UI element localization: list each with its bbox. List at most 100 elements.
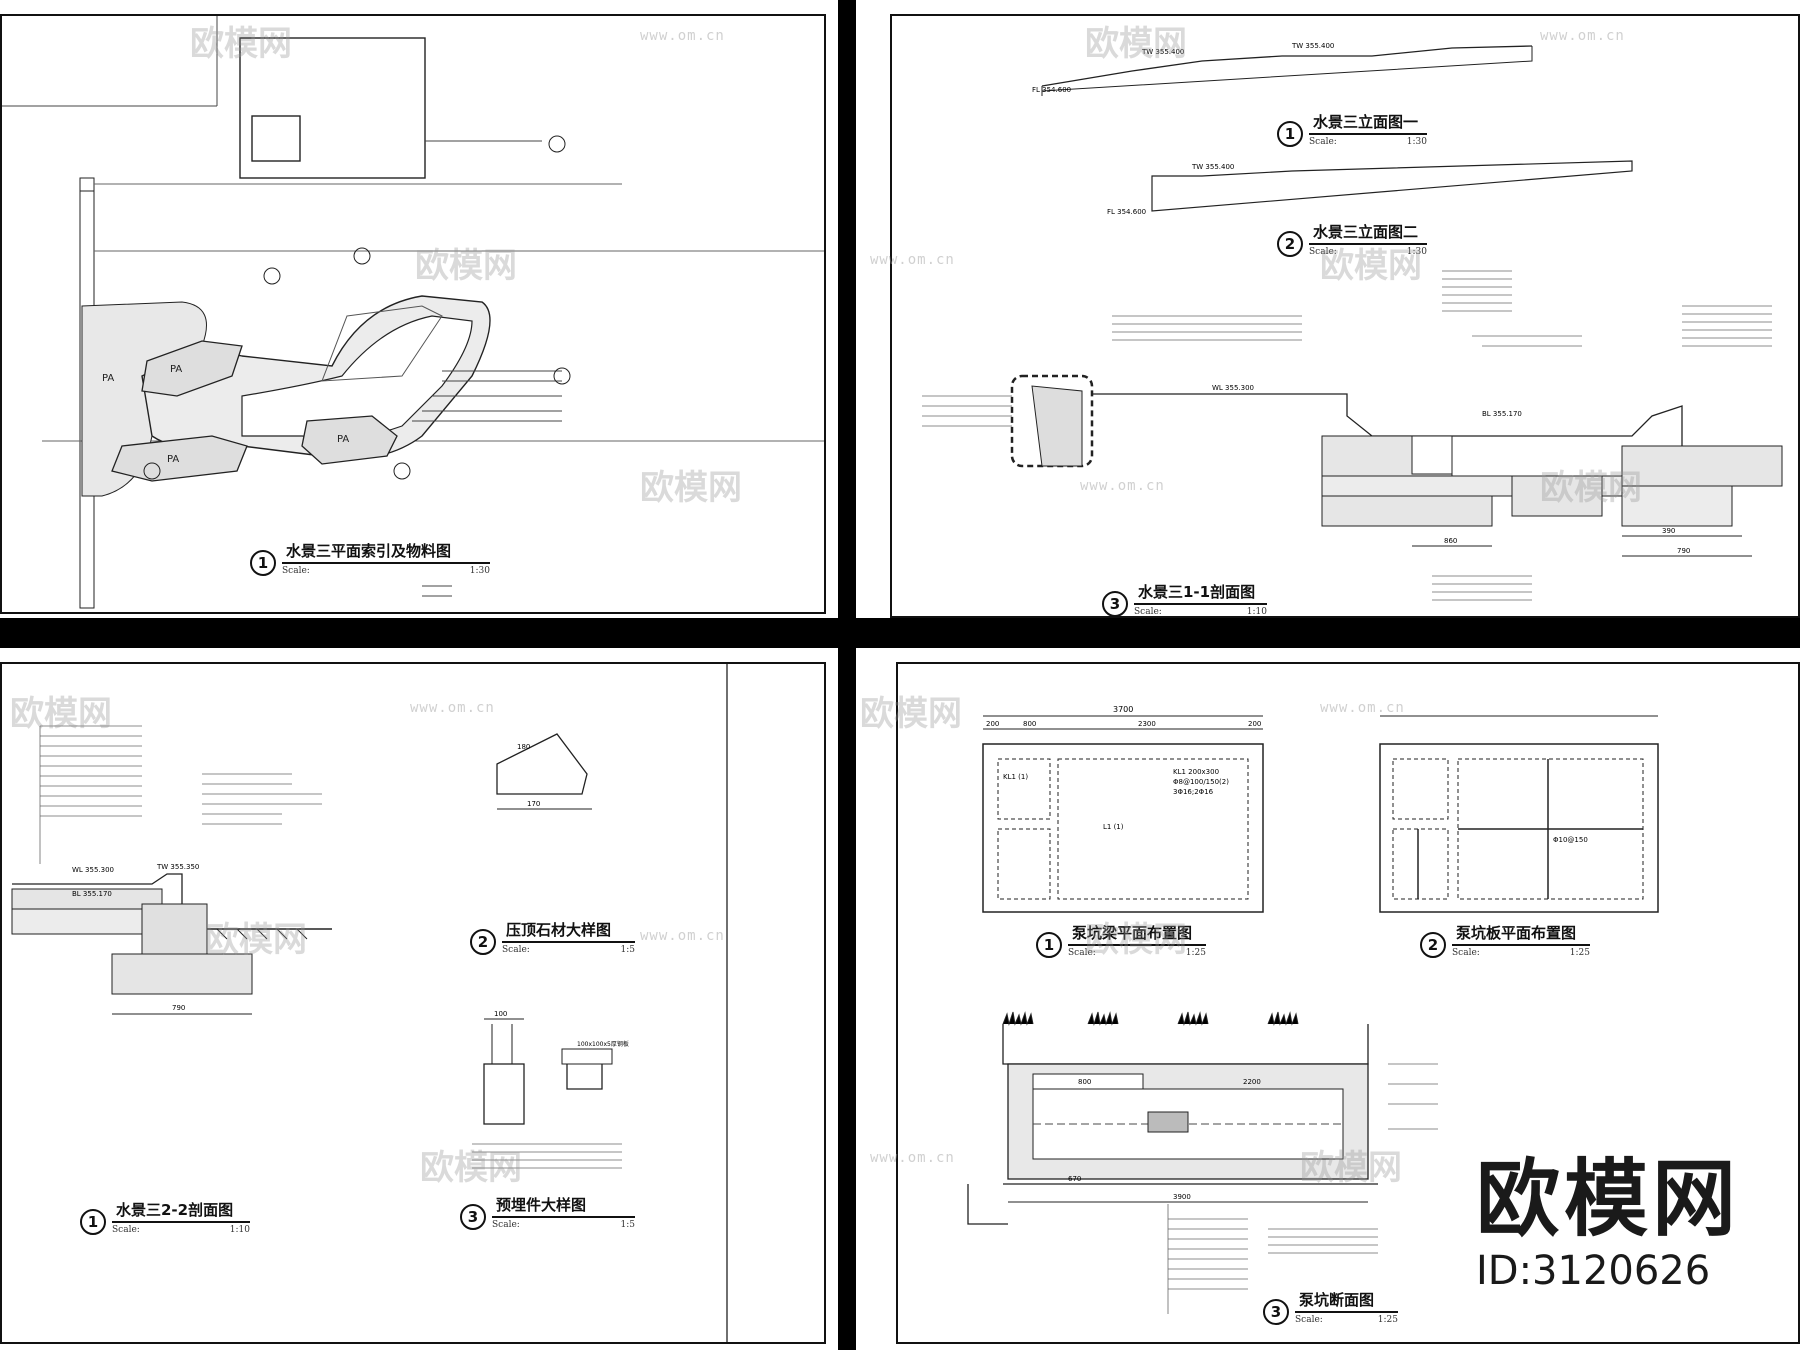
pa-label: PA bbox=[337, 434, 349, 445]
horizontal-divider-right bbox=[856, 618, 1800, 648]
view-number: 1 bbox=[1277, 121, 1303, 147]
view-title-coping-detail: 2 压顶石材大样图 Scale: 1:5 bbox=[470, 919, 635, 955]
dim-670: 670 bbox=[1068, 1175, 1081, 1183]
scale-label: Scale: bbox=[1295, 1315, 1323, 1325]
pa-label: PA bbox=[102, 373, 114, 384]
dim-860: 860 bbox=[1444, 537, 1457, 545]
view-title-section-1-1: 3 水景三1-1剖面图 Scale: 1:10 bbox=[1102, 581, 1267, 617]
svg-text:TW 355.400: TW 355.400 bbox=[1141, 48, 1184, 56]
view-title: 水景三平面索引及物料图 bbox=[282, 540, 490, 564]
svg-text:FL 354.600: FL 354.600 bbox=[1107, 208, 1146, 216]
view-title: 水景三立面图一 bbox=[1309, 111, 1427, 135]
svg-text:TW 355.400: TW 355.400 bbox=[1191, 163, 1234, 171]
dim-170: 170 bbox=[527, 800, 540, 808]
plate-label: 100x100x5厚钢板 bbox=[577, 1040, 629, 1048]
view-title: 水景三1-1剖面图 bbox=[1134, 581, 1267, 605]
sheet-top-right: FL 354.600 TW 355.400 TW 355.400 FL 354.… bbox=[890, 14, 1800, 618]
scale-value: 1:30 bbox=[469, 566, 490, 576]
dim-2300: 2300 bbox=[1138, 720, 1156, 728]
dim-800-sec: 800 bbox=[1078, 1078, 1091, 1086]
view-title: 水景三立面图二 bbox=[1309, 221, 1427, 245]
view-title-elevation-2: 2 水景三立面图二 Scale: 1:30 bbox=[1277, 221, 1427, 257]
dim-800: 800 bbox=[1023, 720, 1036, 728]
dim-3900: 3900 bbox=[1173, 1193, 1191, 1201]
pa-label: PA bbox=[167, 454, 179, 465]
dim-wl: WL 355.300 bbox=[1212, 384, 1254, 392]
dim-200-right: 200 bbox=[1248, 720, 1261, 728]
brand-mark: 欧模网 ID:3120626 bbox=[1476, 1157, 1740, 1295]
svg-text:FL 354.600: FL 354.600 bbox=[1032, 86, 1071, 94]
view-title: 水景三2-2剖面图 bbox=[112, 1199, 250, 1223]
view-number: 1 bbox=[250, 550, 276, 576]
dim-2200: 2200 bbox=[1243, 1078, 1261, 1086]
view-title-section-2-2: 1 水景三2-2剖面图 Scale: 1:10 bbox=[80, 1199, 250, 1235]
view-title-elevation-1: 1 水景三立面图一 Scale: 1:30 bbox=[1277, 111, 1427, 147]
scale-label: Scale: bbox=[112, 1225, 140, 1235]
view-title: 泵坑板平面布置图 bbox=[1452, 922, 1590, 946]
view-number: 1 bbox=[1036, 932, 1062, 958]
scale-value: 1:10 bbox=[1246, 607, 1267, 617]
scale-label: Scale: bbox=[492, 1220, 520, 1230]
scale-label: Scale: bbox=[1452, 948, 1480, 958]
scale-label: Scale: bbox=[1309, 137, 1337, 147]
scale-label: Scale: bbox=[1134, 607, 1162, 617]
sheet-bottom-left: 790 WL 355.300 BL 355.170 TW 355.350 170… bbox=[0, 662, 826, 1344]
view-title-plan: 1 水景三平面索引及物料图 Scale: 1:30 bbox=[250, 540, 490, 576]
dim-790: 790 bbox=[172, 1004, 185, 1012]
dim-790: 790 bbox=[1677, 547, 1690, 555]
view-title: 泵坑梁平面布置图 bbox=[1068, 922, 1206, 946]
view-number: 1 bbox=[80, 1209, 106, 1235]
scale-value: 1:25 bbox=[1569, 948, 1590, 958]
beam-rebar: 3Φ16;2Φ16 bbox=[1173, 788, 1214, 796]
scale-label: Scale: bbox=[282, 566, 310, 576]
view-number: 2 bbox=[470, 929, 496, 955]
view-title: 预埋件大样图 bbox=[492, 1194, 635, 1218]
scale-value: 1:25 bbox=[1185, 948, 1206, 958]
dim-3700: 3700 bbox=[1113, 705, 1133, 714]
view-title: 泵坑断面图 bbox=[1295, 1289, 1398, 1313]
view-title-slab-plan: 2 泵坑板平面布置图 Scale: 1:25 bbox=[1420, 922, 1590, 958]
scale-label: Scale: bbox=[1309, 247, 1337, 257]
plan-drawing: PA PA PA PA bbox=[2, 16, 824, 609]
scale-value: 1:5 bbox=[620, 1220, 635, 1230]
view-title-pit-section: 3 泵坑断面图 Scale: 1:25 bbox=[1263, 1289, 1398, 1325]
pa-label: PA bbox=[170, 364, 182, 375]
view-number: 3 bbox=[1263, 1299, 1289, 1325]
view-title-embedded-detail: 3 预埋件大样图 Scale: 1:5 bbox=[460, 1194, 635, 1230]
brand-id: ID:3120626 bbox=[1475, 1248, 1711, 1294]
slab-rebar: Φ10@150 bbox=[1553, 836, 1588, 844]
beam-stirrup: Φ8@100/150(2) bbox=[1173, 778, 1229, 786]
dim-200: 200 bbox=[986, 720, 999, 728]
sheet-top-left: PA PA PA PA 1 水景三平面索引及物料图 Scale: 1:30 bbox=[0, 14, 826, 614]
scale-label: Scale: bbox=[502, 945, 530, 955]
horizontal-divider-left bbox=[0, 618, 838, 648]
view-number: 2 bbox=[1420, 932, 1446, 958]
view-number: 2 bbox=[1277, 231, 1303, 257]
pump-pit-drawing: 3700 200 800 2300 200 KL1 (1) L1 (1) KL1… bbox=[967, 705, 1659, 1314]
dim-100: 100 bbox=[494, 1010, 507, 1018]
dim-390: 390 bbox=[1662, 527, 1675, 535]
scale-value: 1:25 bbox=[1377, 1315, 1398, 1325]
scale-value: 1:30 bbox=[1406, 137, 1427, 147]
view-title: 压顶石材大样图 bbox=[502, 919, 635, 943]
beam-kl1: KL1 (1) bbox=[1003, 773, 1028, 781]
beam-l1: L1 (1) bbox=[1103, 823, 1124, 831]
vertical-divider bbox=[838, 0, 856, 1350]
view-number: 3 bbox=[460, 1204, 486, 1230]
scale-value: 1:30 bbox=[1406, 247, 1427, 257]
beam-kl1-spec: KL1 200x300 bbox=[1173, 768, 1219, 776]
detail-drawing: 790 WL 355.300 BL 355.170 TW 355.350 170… bbox=[11, 664, 728, 1342]
dim-180: 180 bbox=[517, 743, 530, 751]
scale-label: Scale: bbox=[1068, 948, 1096, 958]
dim-bl: BL 355.170 bbox=[72, 890, 112, 898]
dim-wl: WL 355.300 bbox=[72, 866, 114, 874]
view-title-beam-plan: 1 泵坑梁平面布置图 Scale: 1:25 bbox=[1036, 922, 1206, 958]
view-number: 3 bbox=[1102, 591, 1128, 617]
dim-tw: TW 355.400 bbox=[1291, 42, 1334, 50]
scale-value: 1:5 bbox=[620, 945, 635, 955]
sheet-bottom-right: 3700 200 800 2300 200 KL1 (1) L1 (1) KL1… bbox=[896, 662, 1800, 1344]
brand-name: 欧模网 bbox=[1475, 1150, 1740, 1248]
scale-value: 1:10 bbox=[229, 1225, 250, 1235]
dim-tw: TW 355.350 bbox=[156, 863, 199, 871]
elevation-section-drawing: FL 354.600 TW 355.400 TW 355.400 FL 354.… bbox=[922, 42, 1783, 601]
